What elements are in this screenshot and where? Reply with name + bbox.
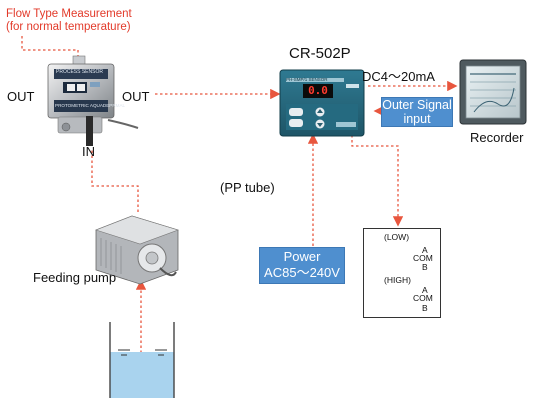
power-line2: AC85～240V (264, 265, 340, 280)
recorder-device (459, 59, 527, 125)
power-line1: Power (283, 249, 321, 264)
relay-high-terminal-com: COM (413, 293, 433, 303)
flow-type-subtitle: (for normal temperature) (6, 21, 131, 33)
pp-tube-label: (PP tube) (220, 180, 275, 195)
recorder-label: Recorder (470, 130, 524, 145)
flow-line-controller-to-relay (351, 135, 404, 227)
flow-line-pump-to-sensor (91, 150, 139, 212)
relay-high-terminal-a: A (422, 285, 428, 295)
relay-low-terminal-b: B (422, 262, 428, 272)
feeding-pump-label: Feeding pump (33, 270, 117, 285)
flow-line-label-to-sensor (21, 36, 79, 58)
sensor-out-right-label: OUT (122, 89, 150, 104)
relay-low-terminal-a: A (422, 245, 428, 255)
controller-device (279, 69, 365, 137)
signal-output-label: DC4～20mA (362, 69, 435, 84)
flow-type-title: Flow Type Measurement (6, 8, 132, 20)
controller-panel-header: PH-SMP/1 SENSOR (286, 77, 328, 82)
relay-high-terminal-b: B (422, 303, 428, 313)
relay-low-label: (LOW) (384, 232, 410, 242)
sensor-out-left-label: OUT (7, 89, 35, 104)
water-tank (109, 322, 175, 398)
relay-output-box (363, 228, 441, 318)
outer-signal-line2: input (403, 112, 431, 126)
controller-model-label: CR-502P (289, 45, 351, 62)
sensor-panel-bottom-text: PROTOMETRIC AQUADEPRMAL (55, 103, 126, 108)
sensor-in-label: IN (82, 144, 95, 159)
relay-low-terminal-com: COM (413, 253, 433, 263)
feeding-pump-device (95, 215, 179, 285)
sensor-panel-top-text: PROCESS SENSOR (56, 69, 103, 75)
flow-sensor-device (47, 55, 139, 146)
power-box: Power AC85～240V (259, 247, 345, 284)
outer-signal-line1: Outer Signal (382, 98, 452, 112)
outer-signal-input-box: Outer Signal input (381, 97, 453, 127)
relay-high-label: (HIGH) (384, 275, 411, 285)
controller-display-value: 0.0 (308, 84, 328, 97)
